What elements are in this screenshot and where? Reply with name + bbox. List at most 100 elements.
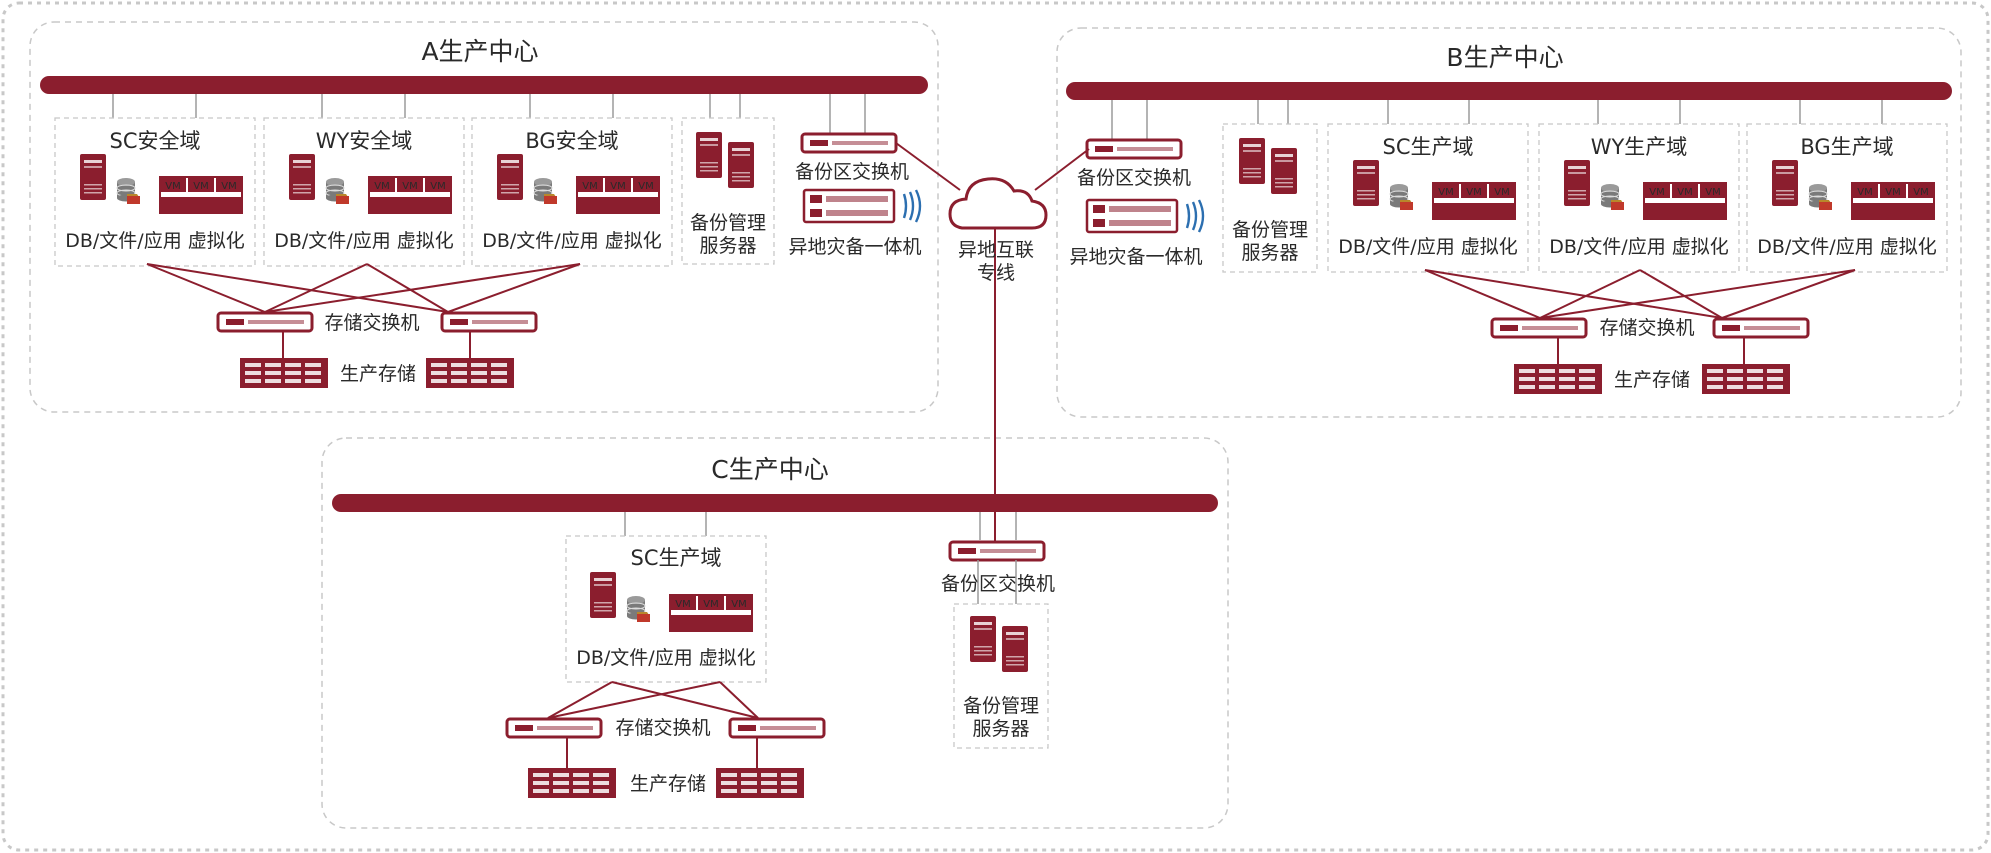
domain-caption: DB/文件/应用 虚拟化 <box>1757 236 1937 258</box>
svg-text:VM: VM <box>193 181 208 192</box>
center-b-title: B生产中心 <box>1446 43 1563 72</box>
center-a-title: A生产中心 <box>421 37 538 66</box>
database-icon <box>1389 183 1414 211</box>
svg-text:VM: VM <box>1857 187 1872 198</box>
storage-switch-icon <box>728 717 826 739</box>
svg-text:VM: VM <box>582 181 597 192</box>
domain-title: BG生产域 <box>1800 135 1893 159</box>
center-c-title: C生产中心 <box>711 455 828 484</box>
database-icon <box>325 177 350 205</box>
domain-title: WY生产域 <box>1591 135 1688 159</box>
cloud-label: 异地互联专线 <box>958 239 1034 284</box>
backup-switch-label: 备份区交换机 <box>941 573 1055 595</box>
server-icon <box>1239 138 1265 184</box>
storage-switch-icon <box>440 311 538 333</box>
svg-text:VM: VM <box>374 181 389 192</box>
svg-text:VM: VM <box>703 599 718 610</box>
center-c-frame <box>321 437 1229 829</box>
label-line: 备份管理 <box>690 212 766 234</box>
svg-text:VM: VM <box>1913 187 1928 198</box>
center-a-bus <box>40 76 928 94</box>
svg-text:VM: VM <box>1885 187 1900 198</box>
server-icon <box>497 154 523 200</box>
server-icon <box>80 154 106 200</box>
backup-server-label: 备份管理服务器 <box>1232 219 1308 264</box>
center-a-frame <box>29 21 939 413</box>
storage-array-icon <box>426 358 514 388</box>
disaster-appliance-label: 异地灾备一体机 <box>788 236 921 258</box>
domain-caption: DB/文件/应用 虚拟化 <box>274 230 454 252</box>
label-line: 专线 <box>977 262 1015 284</box>
domain-box: SC安全域 VM VM VM DB/文件/应用 虚拟化 <box>54 117 256 267</box>
backup-switch-icon <box>948 540 1046 562</box>
domain-box: SC生产域 VM VM VM DB/文件/应用 虚拟化 <box>1327 123 1529 273</box>
domain-title: SC生产域 <box>631 546 722 570</box>
center-b: B生产中心 备份区交换机 异地灾备一体机 备份管理服务器 SC生产域 <box>1056 27 1962 418</box>
storage-array-icon <box>240 358 328 388</box>
svg-text:VM: VM <box>731 599 746 610</box>
database-icon <box>1600 183 1625 211</box>
database-icon <box>626 595 651 623</box>
domain-caption: DB/文件/应用 虚拟化 <box>65 230 245 252</box>
label-line: 备份管理 <box>1232 219 1308 241</box>
label-line: 服务器 <box>972 718 1029 740</box>
center-a: A生产中心 SC安全域 VM VM VM DB/文件/应用 虚拟化 <box>29 21 939 413</box>
server-icon <box>289 154 315 200</box>
server-icon <box>1772 160 1798 206</box>
backup-server: 备份管理服务器 <box>1222 123 1318 273</box>
storage-switch-icon <box>216 311 314 333</box>
server-icon <box>1564 160 1590 206</box>
svg-text:VM: VM <box>1438 187 1453 198</box>
storage-switch-icon <box>505 717 603 739</box>
domain-caption: DB/文件/应用 虚拟化 <box>1549 236 1729 258</box>
svg-text:VM: VM <box>1494 187 1509 198</box>
svg-text:VM: VM <box>221 181 236 192</box>
center-b-bus <box>1066 82 1952 100</box>
backup-server: 备份管理服务器 <box>681 117 775 265</box>
disaster-appliance-icon <box>802 188 922 224</box>
svg-text:VM: VM <box>1705 187 1720 198</box>
server-icon <box>1002 626 1028 672</box>
domain-title: BG安全域 <box>525 129 618 153</box>
domain-caption: DB/文件/应用 虚拟化 <box>576 647 756 669</box>
domain-box: BG生产域 VM VM VM DB/文件/应用 虚拟化 <box>1746 123 1948 273</box>
storage-switch-label: 存储交换机 <box>1599 317 1694 339</box>
svg-text:VM: VM <box>430 181 445 192</box>
vm-host-icon: VM VM VM <box>368 176 452 214</box>
storage-array-icon <box>528 768 616 798</box>
storage-switch-label: 存储交换机 <box>615 717 710 739</box>
vm-host-icon: VM VM VM <box>1432 182 1516 220</box>
domain-title: WY安全域 <box>316 129 413 153</box>
storage-label: 生产存储 <box>340 363 416 385</box>
disaster-appliance-label: 异地灾备一体机 <box>1069 246 1202 268</box>
vm-host-icon: VM VM VM <box>1851 182 1935 220</box>
cloud-icon <box>948 177 1048 230</box>
server-icon <box>1353 160 1379 206</box>
server-icon <box>1271 148 1297 194</box>
label-line: 异地互联 <box>958 239 1034 261</box>
domain-box: WY安全域 VM VM VM DB/文件/应用 虚拟化 <box>263 117 465 267</box>
vm-host-icon: VM VM VM <box>576 176 660 214</box>
storage-switch-icon <box>1712 317 1810 339</box>
storage-label: 生产存储 <box>630 773 706 795</box>
domain-caption: DB/文件/应用 虚拟化 <box>482 230 662 252</box>
label-line: 服务器 <box>1241 242 1298 264</box>
svg-text:VM: VM <box>638 181 653 192</box>
domain-box: BG安全域 VM VM VM DB/文件/应用 虚拟化 <box>471 117 673 267</box>
backup-server-label: 备份管理服务器 <box>963 695 1039 740</box>
label-line: 备份管理 <box>963 695 1039 717</box>
database-icon <box>1808 183 1833 211</box>
center-c-bus <box>332 494 1218 512</box>
svg-text:VM: VM <box>1649 187 1664 198</box>
svg-text:VM: VM <box>165 181 180 192</box>
storage-label: 生产存储 <box>1614 369 1690 391</box>
backup-switch-icon <box>800 132 898 154</box>
domain-box: WY生产域 VM VM VM DB/文件/应用 虚拟化 <box>1538 123 1740 273</box>
server-icon <box>590 572 616 618</box>
storage-array-icon <box>716 768 804 798</box>
svg-text:VM: VM <box>402 181 417 192</box>
domain-title: SC安全域 <box>110 129 201 153</box>
domain-box: SC生产域 VM VM VM DB/文件/应用 虚拟化 <box>565 535 767 683</box>
